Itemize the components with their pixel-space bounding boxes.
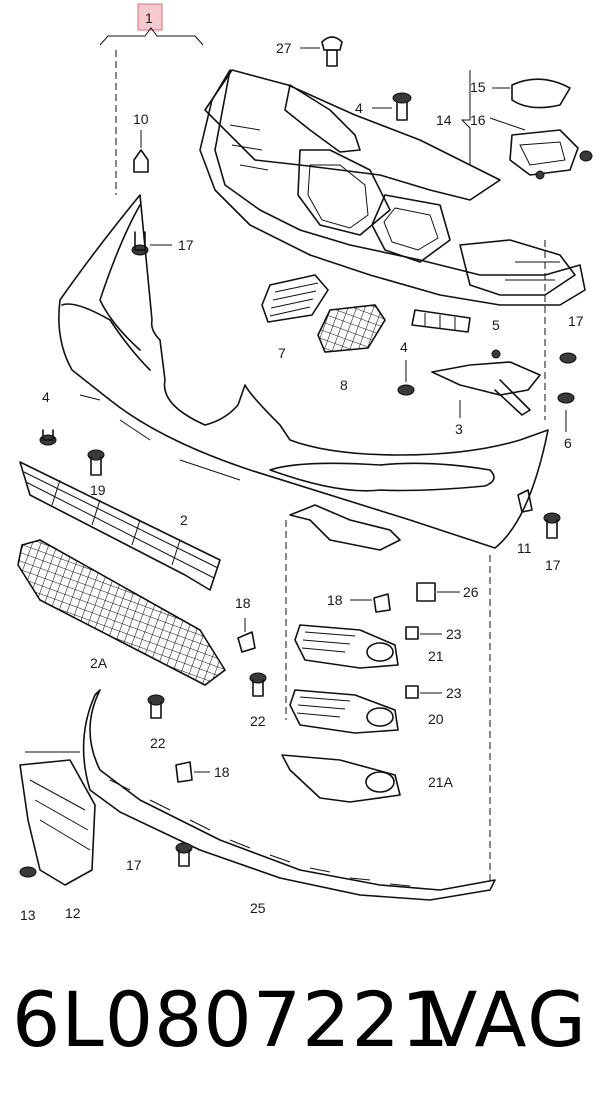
callout-17-right-top: 17 xyxy=(568,313,584,329)
screw-22-b xyxy=(147,694,165,719)
callout-5: 5 xyxy=(492,317,500,333)
exploded-parts-diagram: 1 27 4 10 17 15 14 16 7 8 5 17 4 3 6 4 1… xyxy=(17,3,593,923)
vent-grille-7 xyxy=(261,274,329,323)
callout-21A: 21A xyxy=(428,774,454,790)
mesh-vent-8 xyxy=(317,304,386,353)
callout-10: 10 xyxy=(133,111,149,127)
callout-25: 25 xyxy=(250,900,266,916)
callout-17-bottom: 17 xyxy=(126,857,142,873)
callout-26: 26 xyxy=(463,584,479,600)
push-clip-27 xyxy=(300,36,343,67)
lower-grille-2 xyxy=(19,461,221,591)
callout-2A: 2A xyxy=(90,655,108,671)
screw-13 xyxy=(19,866,37,878)
callout-6: 6 xyxy=(564,435,572,451)
clip-23-b xyxy=(405,685,442,699)
fog-frame-20 xyxy=(289,689,399,734)
callout-17-right: 17 xyxy=(545,557,561,573)
screw-17-left xyxy=(131,231,172,256)
callout-11: 11 xyxy=(517,540,532,556)
mesh-grille-2A xyxy=(17,539,227,686)
callout-27: 27 xyxy=(276,40,292,56)
callout-19: 19 xyxy=(90,482,106,498)
callout-18-a: 18 xyxy=(235,595,251,611)
callout-23-a: 23 xyxy=(446,626,462,642)
clip-nut-10 xyxy=(133,130,149,173)
callout-18-b: 18 xyxy=(327,592,343,608)
callout-4-top: 4 xyxy=(355,100,363,116)
callout-18-c: 18 xyxy=(214,764,230,780)
callout-16: 16 xyxy=(470,112,486,128)
screw-4-left xyxy=(39,429,57,446)
callout-1: 1 xyxy=(145,10,153,26)
callout-13: 13 xyxy=(20,907,36,923)
callout-7: 7 xyxy=(278,345,286,361)
clip-18-b xyxy=(350,593,391,613)
side-bracket-3 xyxy=(431,349,577,432)
callout-2: 2 xyxy=(180,512,188,528)
bolt-4-top xyxy=(372,92,412,121)
clip-11 xyxy=(517,489,533,513)
fog-cover-21A xyxy=(281,754,401,803)
clip-18-c xyxy=(175,761,210,783)
callout-17-left: 17 xyxy=(178,237,194,253)
bracket-1 xyxy=(99,27,204,46)
fog-frame-21 xyxy=(294,624,399,669)
bumper-carrier-frame xyxy=(199,69,586,333)
callout-4-left: 4 xyxy=(42,389,50,405)
clip-26 xyxy=(416,582,460,602)
screw-17-bottom xyxy=(175,842,193,867)
clip-18-a xyxy=(237,618,256,653)
callout-22-b: 22 xyxy=(150,735,166,751)
tow-bracket-16 xyxy=(489,117,593,180)
tow-cover-15 xyxy=(492,78,571,109)
callout-22-a: 22 xyxy=(250,713,266,729)
bumper-cover xyxy=(58,50,549,551)
screw-19 xyxy=(87,449,105,476)
screw-22-a xyxy=(249,672,267,697)
footer: 6L0807221 VAG xyxy=(0,975,600,1095)
brand-name: VAG xyxy=(425,975,588,1064)
callout-8: 8 xyxy=(340,377,348,393)
callout-15: 15 xyxy=(470,79,486,95)
bolt-4-side xyxy=(397,360,415,396)
callout-3: 3 xyxy=(455,421,463,437)
clip-23-a xyxy=(405,626,442,640)
bracket-14 xyxy=(460,70,471,165)
callout-12: 12 xyxy=(65,905,81,921)
part-number: 6L0807221 xyxy=(12,975,451,1064)
front-spoiler-25 xyxy=(82,689,496,901)
screw-17-right xyxy=(543,512,561,539)
callout-20: 20 xyxy=(428,711,444,727)
callout-4-mid: 4 xyxy=(400,339,408,355)
splash-guard-12 xyxy=(19,751,96,886)
callout-14: 14 xyxy=(436,112,452,128)
callout-23-b: 23 xyxy=(446,685,462,701)
callout-21: 21 xyxy=(428,648,444,664)
